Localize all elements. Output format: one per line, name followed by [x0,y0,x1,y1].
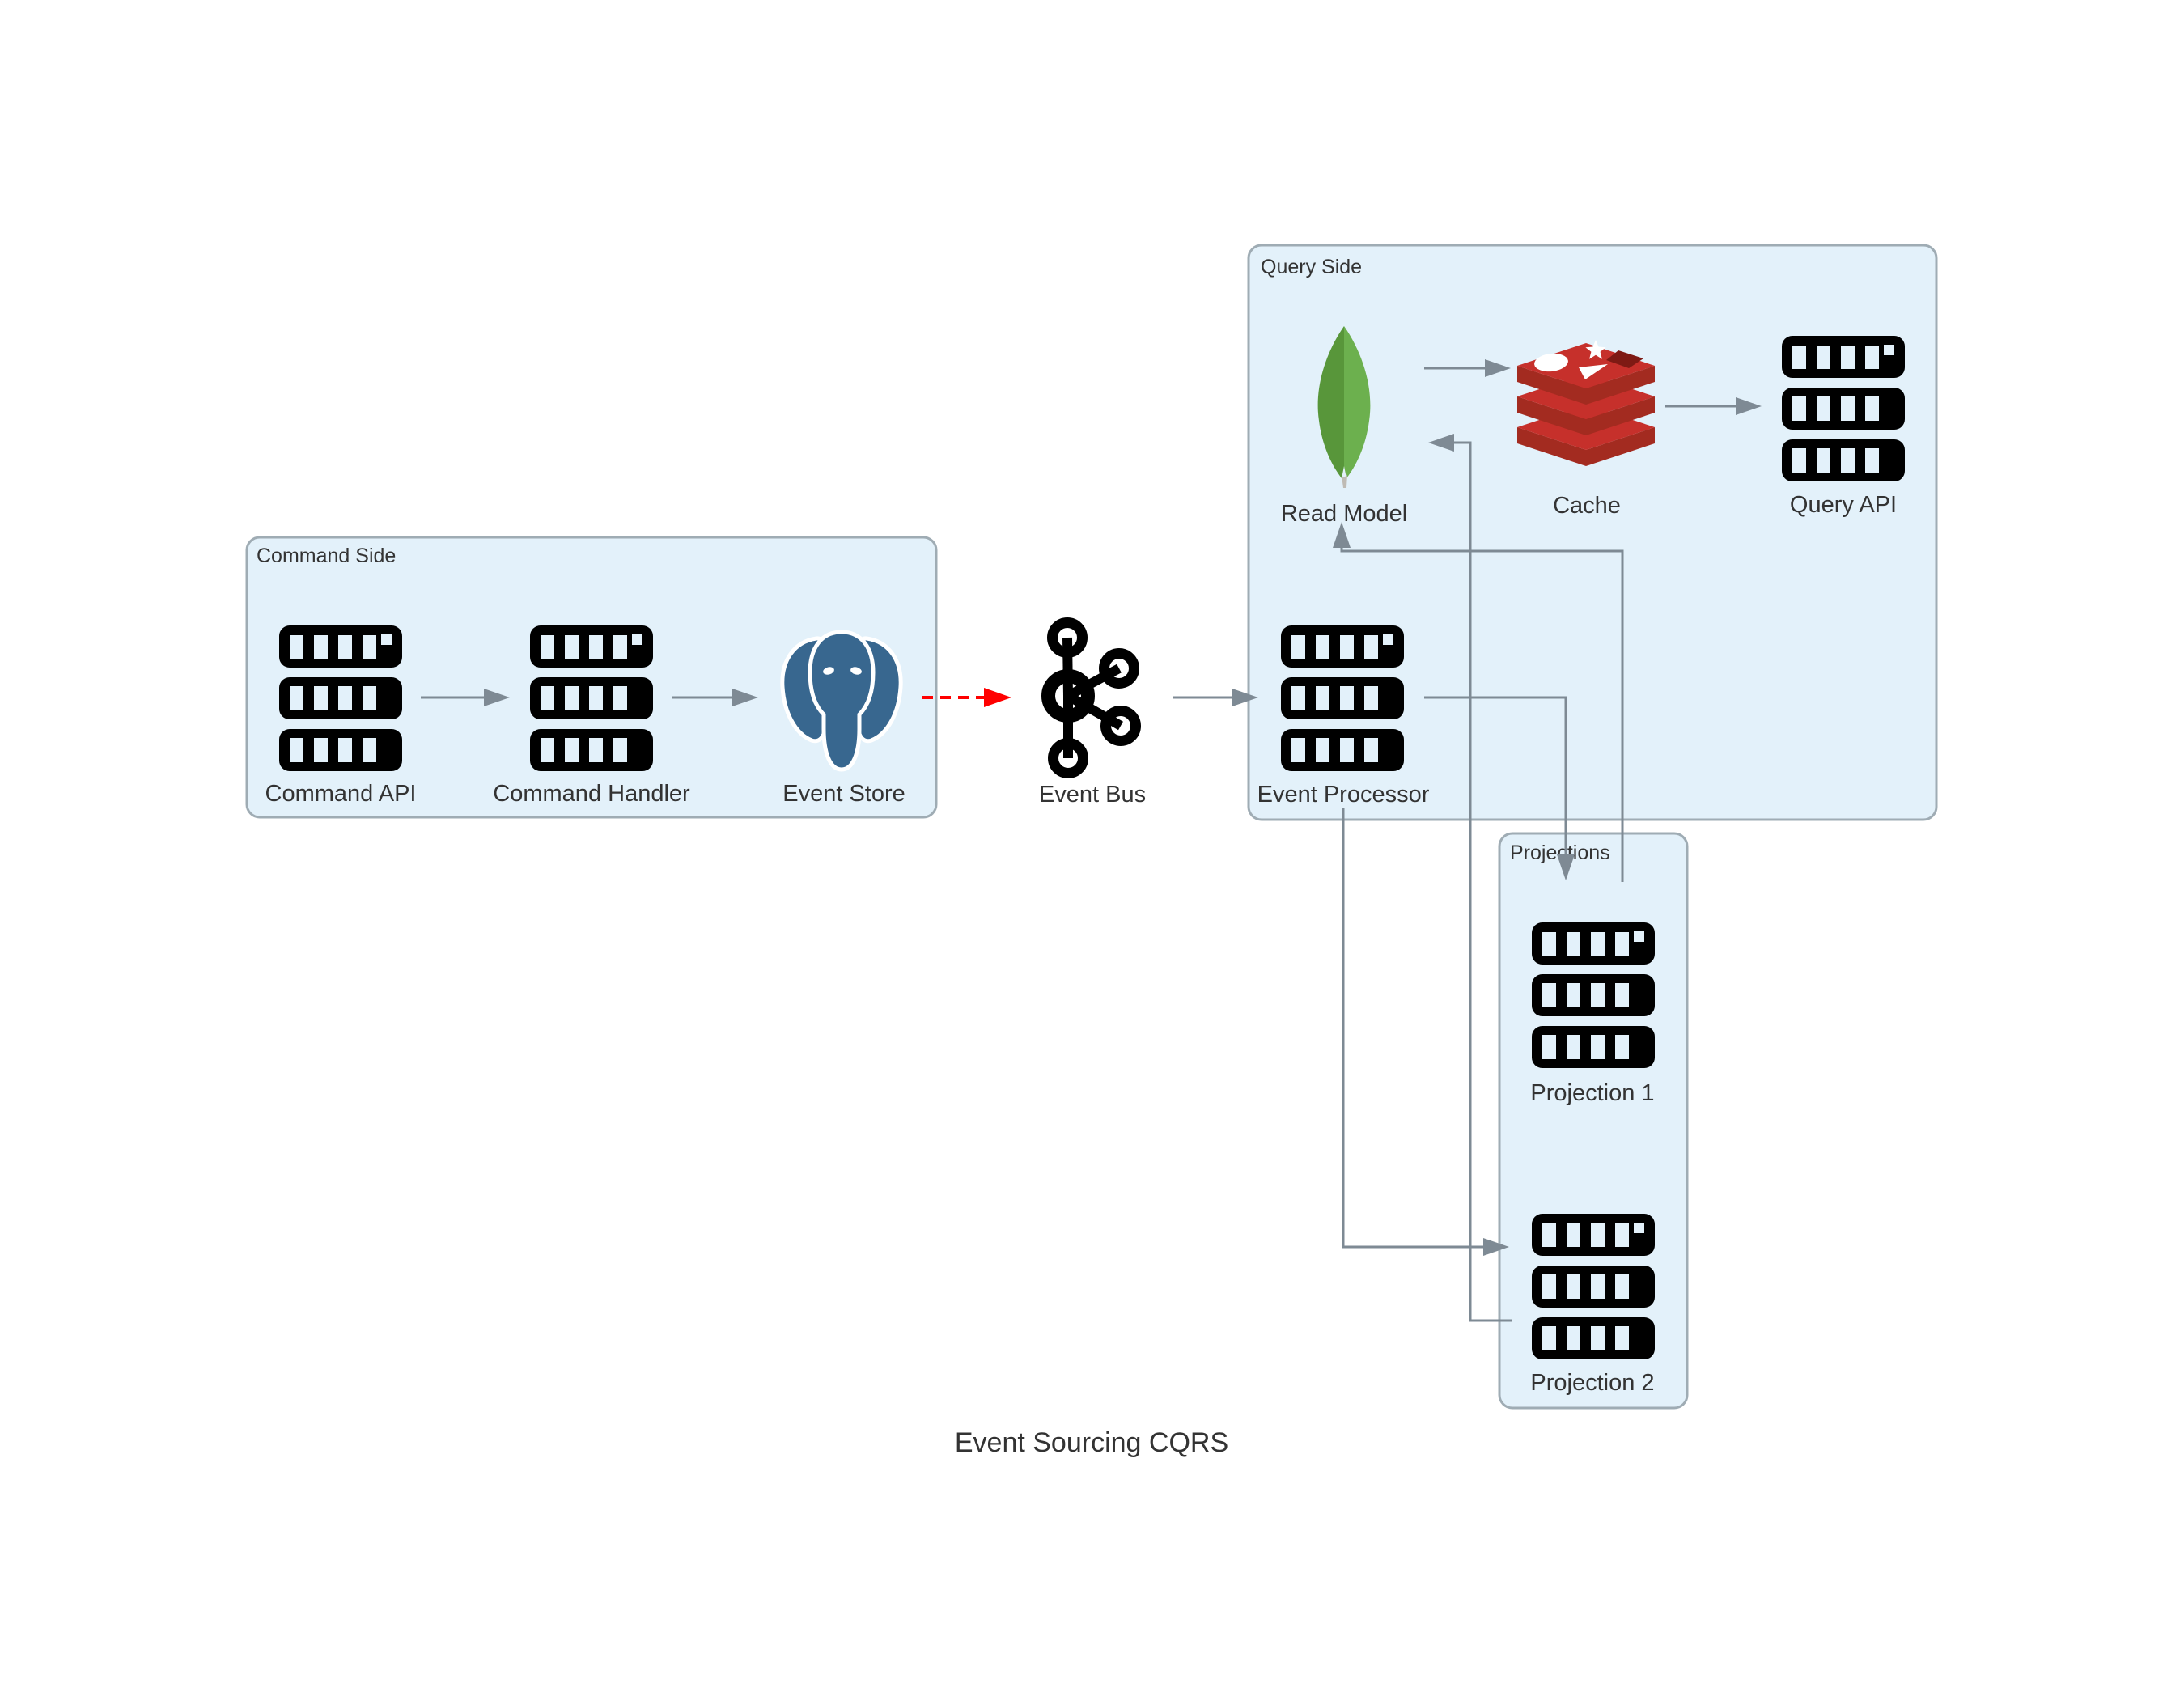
query-api-label: Query API [1790,492,1897,518]
node-read-model: Read Model [1281,326,1407,527]
server-icon [1782,336,1905,481]
node-cache: Cache [1517,340,1655,519]
query-side-label: Query Side [1261,256,1362,278]
redis-icon [1517,340,1655,466]
server-icon [1281,625,1404,771]
server-icon [1532,922,1655,1068]
node-command-handler: Command Handler [493,625,690,807]
edge-event-store-to-event-bus [922,688,1011,707]
projection-1-label: Projection 1 [1530,1080,1654,1106]
command-api-label: Command API [265,781,417,807]
node-query-api: Query API [1782,336,1905,518]
query-side-group: Query Side [1247,244,1938,821]
server-icon [530,625,653,771]
node-event-store: Event Store [782,632,905,807]
edge-command-handler-to-event-store [672,689,758,706]
event-store-label: Event Store [782,781,905,807]
edge-cache-to-query-api [1665,397,1762,415]
projection-2-label: Projection 2 [1530,1370,1654,1396]
edge-event-processor-to-projection-2 [1342,808,1509,1256]
edge-projection-2-to-read-model [1428,434,1512,1322]
edge-projection-1-to-read-model [1333,522,1624,882]
node-command-api: Command API [265,625,417,807]
event-bus-label: Event Bus [1039,782,1146,808]
node-projection-2: Projection 2 [1530,1214,1655,1396]
server-icon [1532,1214,1655,1359]
event-processor-label: Event Processor [1257,782,1430,808]
diagram-title: Event Sourcing CQRS [955,1427,1228,1458]
edge-event-bus-to-event-processor [1173,689,1258,706]
edge-command-api-to-command-handler [421,689,510,706]
server-icon [279,625,402,771]
edge-read-model-to-cache [1424,359,1511,377]
command-handler-label: Command Handler [493,781,690,807]
kafka-icon [1041,617,1141,778]
node-event-bus: Event Bus [1039,617,1146,808]
node-projection-1: Projection 1 [1530,922,1655,1106]
command-side-label: Command Side [257,545,396,567]
cache-label: Cache [1553,493,1621,519]
read-model-label: Read Model [1281,501,1407,527]
node-event-processor: Event Processor [1257,625,1430,808]
